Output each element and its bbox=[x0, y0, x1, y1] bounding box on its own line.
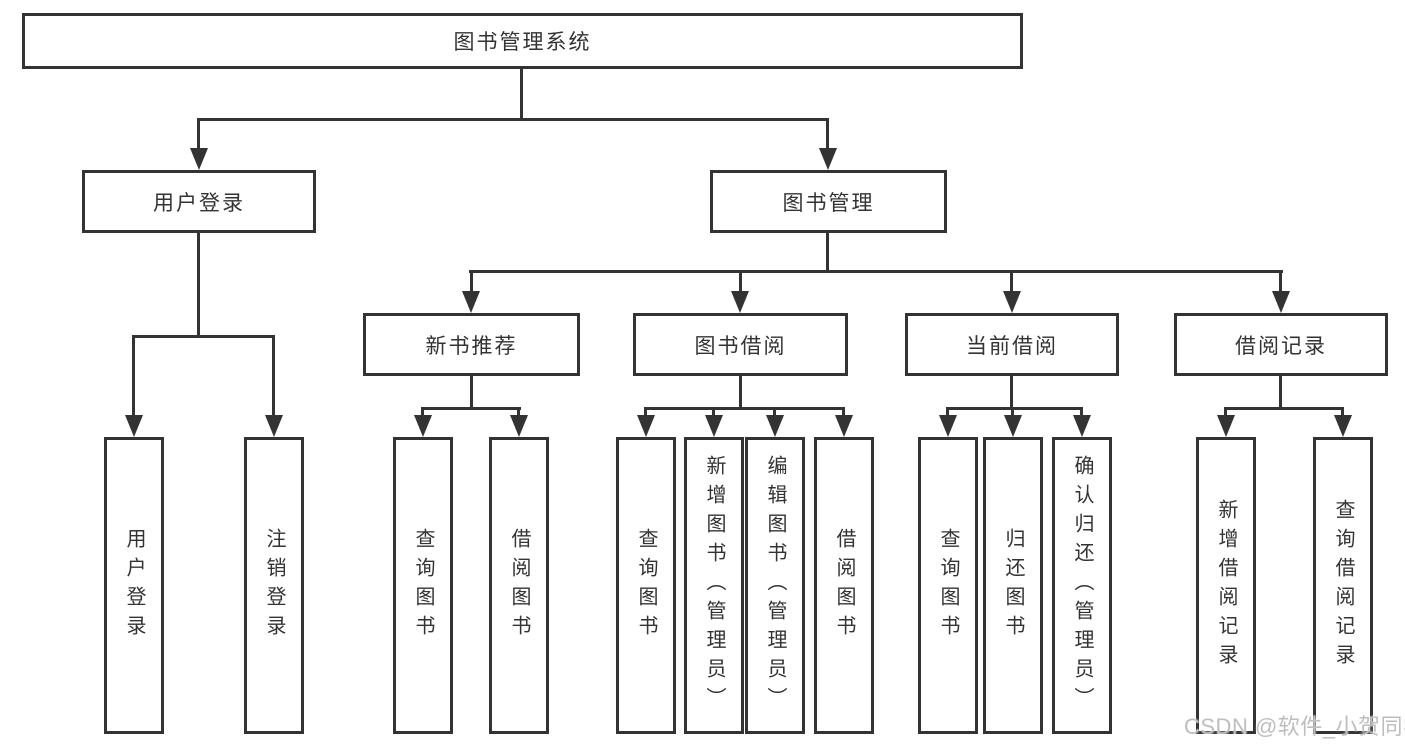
arrowhead-icon bbox=[835, 415, 853, 437]
node-borrow-records-label: 借阅记录 bbox=[1235, 334, 1327, 358]
leaf-borrow-books-recommend: 借阅图书 bbox=[489, 437, 549, 734]
connector-line bbox=[1080, 407, 1083, 415]
connector-line bbox=[739, 270, 742, 291]
arrowhead-icon bbox=[125, 415, 143, 437]
leaf-add-borrow-record-label: 新增借阅记录 bbox=[1215, 498, 1237, 673]
connector-line bbox=[272, 335, 275, 415]
connector-line bbox=[1010, 270, 1013, 291]
leaf-edit-books-admin-label: 编辑图书（管理员） bbox=[764, 455, 786, 716]
arrowhead-icon bbox=[705, 415, 723, 437]
connector-line bbox=[946, 407, 949, 415]
arrowhead-icon bbox=[939, 415, 957, 437]
arrowhead-icon bbox=[1003, 291, 1021, 313]
connector-line bbox=[197, 118, 200, 148]
arrowhead-icon bbox=[462, 291, 480, 313]
connector-line bbox=[469, 270, 1283, 273]
node-book-management: 图书管理 bbox=[710, 170, 947, 233]
leaf-borrow-books-label: 借阅图书 bbox=[833, 527, 855, 644]
node-book-borrow-label: 图书借阅 bbox=[694, 334, 787, 358]
leaf-query-books-borrow: 查询图书 bbox=[616, 437, 676, 734]
connector-line bbox=[517, 407, 520, 415]
connector-line bbox=[470, 374, 473, 407]
leaf-query-books-recommend: 查询图书 bbox=[393, 437, 453, 734]
leaf-user-login: 用户登录 bbox=[104, 437, 164, 734]
node-current-borrow-label: 当前借阅 bbox=[966, 334, 1058, 358]
leaf-query-books-borrow-label: 查询图书 bbox=[635, 527, 657, 644]
arrowhead-icon bbox=[819, 148, 837, 170]
connector-line bbox=[132, 335, 135, 415]
leaf-query-borrow-record: 查询借阅记录 bbox=[1313, 437, 1373, 734]
leaf-borrow-books: 借阅图书 bbox=[814, 437, 874, 734]
arrowhead-icon bbox=[510, 415, 528, 437]
leaf-add-books-admin: 新增图书（管理员） bbox=[684, 437, 744, 734]
connector-line bbox=[826, 118, 829, 148]
connector-line bbox=[739, 374, 742, 407]
connector-line bbox=[1224, 407, 1344, 410]
node-root: 图书管理系统 bbox=[22, 13, 1023, 69]
watermark-text: CSDN @软件_小贺同学 bbox=[1184, 714, 1405, 739]
leaf-confirm-return-admin-label: 确认归还（管理员） bbox=[1071, 455, 1093, 716]
connector-line bbox=[1341, 407, 1344, 415]
arrowhead-icon bbox=[766, 415, 784, 437]
connector-line bbox=[1279, 374, 1282, 407]
arrowhead-icon bbox=[1217, 415, 1235, 437]
connector-line bbox=[644, 407, 647, 415]
connector-line bbox=[520, 66, 523, 118]
leaf-user-login-label: 用户登录 bbox=[123, 527, 145, 644]
node-book-management-label: 图书管理 bbox=[782, 191, 875, 215]
node-user-login-label: 用户登录 bbox=[153, 191, 245, 215]
arrowhead-icon bbox=[1272, 291, 1290, 313]
leaf-edit-books-admin: 编辑图书（管理员） bbox=[745, 437, 805, 734]
connector-line bbox=[1010, 374, 1013, 407]
arrowhead-icon bbox=[1073, 415, 1091, 437]
node-root-label: 图书管理系统 bbox=[453, 31, 592, 54]
connector-line bbox=[197, 118, 829, 121]
connector-line bbox=[197, 231, 200, 335]
arrowhead-icon bbox=[414, 415, 432, 437]
node-borrow-records: 借阅记录 bbox=[1174, 313, 1388, 376]
connector-line bbox=[773, 407, 776, 415]
leaf-logout-label: 注销登录 bbox=[263, 527, 285, 644]
connector-line bbox=[712, 407, 715, 415]
leaf-add-borrow-record: 新增借阅记录 bbox=[1196, 437, 1256, 734]
arrowhead-icon bbox=[1004, 415, 1022, 437]
arrowhead-icon bbox=[1334, 415, 1352, 437]
connector-line bbox=[946, 407, 1083, 410]
node-new-book-recommend-label: 新书推荐 bbox=[425, 334, 518, 358]
connector-line bbox=[421, 407, 424, 415]
connector-line bbox=[132, 335, 275, 338]
leaf-add-books-admin-label: 新增图书（管理员） bbox=[703, 455, 725, 716]
leaf-borrow-books-recommend-label: 借阅图书 bbox=[508, 527, 530, 644]
leaf-query-borrow-record-label: 查询借阅记录 bbox=[1332, 498, 1354, 673]
leaf-confirm-return-admin: 确认归还（管理员） bbox=[1052, 437, 1112, 734]
connector-line bbox=[1011, 407, 1014, 415]
leaf-query-books-current-label: 查询图书 bbox=[937, 527, 959, 644]
leaf-return-books-label: 归还图书 bbox=[1002, 527, 1024, 644]
arrowhead-icon bbox=[190, 148, 208, 170]
connector-line bbox=[826, 231, 829, 272]
node-book-borrow: 图书借阅 bbox=[633, 313, 848, 376]
connector-line bbox=[421, 407, 521, 410]
leaf-logout: 注销登录 bbox=[244, 437, 304, 734]
leaf-query-books-current: 查询图书 bbox=[918, 437, 978, 734]
connector-line bbox=[1279, 270, 1282, 291]
node-user-login: 用户登录 bbox=[82, 170, 316, 233]
arrowhead-icon bbox=[637, 415, 655, 437]
connector-line bbox=[1224, 407, 1227, 415]
leaf-query-books-recommend-label: 查询图书 bbox=[412, 527, 434, 644]
connector-line bbox=[644, 407, 845, 410]
arrowhead-icon bbox=[265, 415, 283, 437]
node-new-book-recommend: 新书推荐 bbox=[363, 313, 580, 376]
node-current-borrow: 当前借阅 bbox=[905, 313, 1119, 376]
connector-line bbox=[470, 270, 473, 291]
leaf-return-books: 归还图书 bbox=[983, 437, 1043, 734]
connector-line bbox=[842, 407, 845, 415]
arrowhead-icon bbox=[731, 291, 749, 313]
